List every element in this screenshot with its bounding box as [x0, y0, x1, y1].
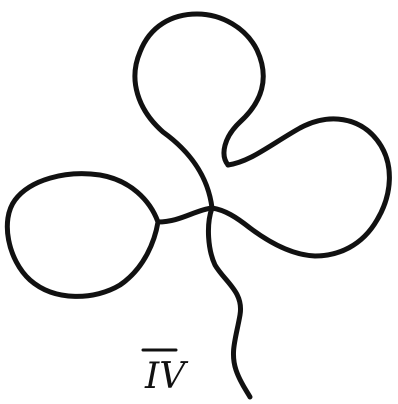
top-loop	[135, 14, 263, 208]
label-text: IV	[144, 356, 189, 397]
tail-stem	[208, 208, 250, 397]
figure-label: IV	[143, 350, 189, 397]
right-loop	[212, 119, 389, 256]
left-loop	[7, 174, 212, 297]
